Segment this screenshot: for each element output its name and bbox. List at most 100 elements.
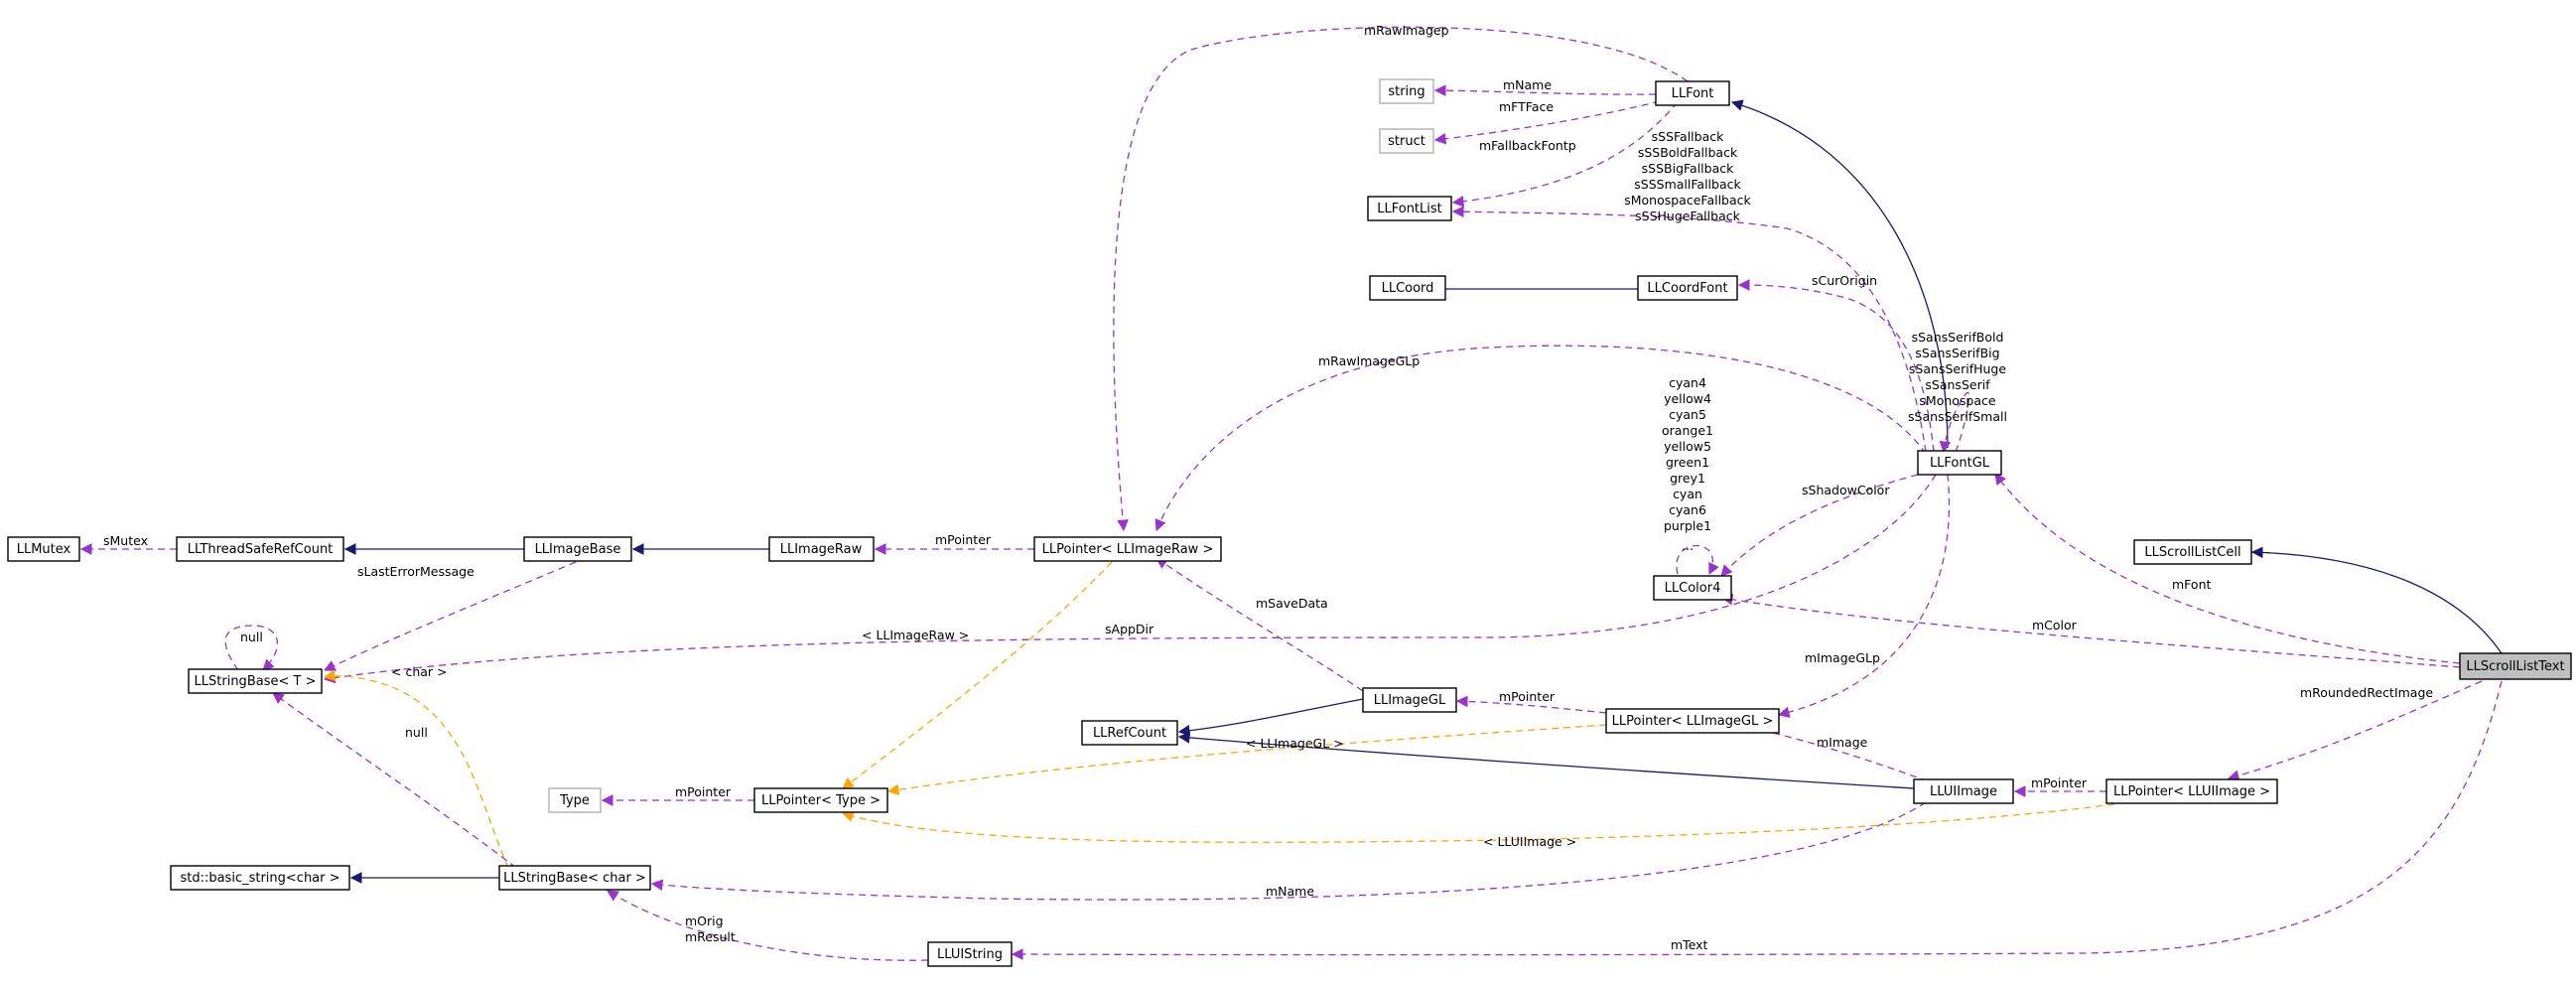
edge-text-cell <box>2250 546 2503 654</box>
edge-fontgl-fontlist <box>1451 206 1927 453</box>
edge-stringbasechar-stringbaset <box>323 669 509 869</box>
edge-imagegl-refcount <box>1177 698 1364 737</box>
svg-text:sMonospace: sMonospace <box>1919 393 1995 408</box>
svg-text:LLFontGL: LLFontGL <box>1930 456 1990 471</box>
node-llcolor4[interactable]: LLColor4 <box>1653 575 1732 601</box>
svg-text:LLImageRaw: LLImageRaw <box>780 542 863 557</box>
svg-text:LLThreadSafeRefCount: LLThreadSafeRefCount <box>188 542 334 557</box>
edge-text-mcolor <box>1720 593 2461 668</box>
node-llpointer-type[interactable]: LLPointer< Type > <box>753 787 888 813</box>
node-llcoordfont[interactable]: LLCoordFont <box>1637 275 1738 301</box>
edge-ptrgl-ptrtype <box>886 724 1607 796</box>
svg-text:sSansSerifSmall: sSansSerifSmall <box>1908 409 2007 424</box>
label-lluiimage-tmpl: < LLUIImage > <box>1483 834 1576 849</box>
label-mftface: mFTFace <box>1499 99 1554 114</box>
edge-labels: mRawImagep mName mFTFace mFallbackFontp … <box>103 23 2433 952</box>
edge-ptrraw-ptrtype <box>842 561 1113 789</box>
svg-text:LLStringBase< char >: LLStringBase< char > <box>503 871 646 886</box>
label-llimagegl-tmpl: < LLImageGL > <box>1246 736 1344 751</box>
edge-fontgl-mimageglp <box>1777 474 1951 719</box>
svg-text:string: string <box>1388 84 1424 99</box>
svg-text:sSSBoldFallback: sSSBoldFallback <box>1638 145 1738 160</box>
svg-text:cyan4: cyan4 <box>1669 375 1706 390</box>
svg-text:sSansSerifBold: sSansSerifBold <box>1912 330 2004 345</box>
node-std-basic-string[interactable]: std::basic_string<char > <box>170 865 350 891</box>
svg-text:LLStringBase< T >: LLStringBase< T > <box>195 674 317 689</box>
edge-stringbase-null <box>224 625 279 671</box>
node-llthreadsaferefcount[interactable]: LLThreadSafeRefCount <box>176 536 344 562</box>
label-mpointer-type: mPointer <box>675 784 732 799</box>
svg-text:LLImageGL: LLImageGL <box>1374 693 1446 708</box>
svg-text:Type: Type <box>559 793 590 808</box>
svg-text:LLUIImage: LLUIImage <box>1930 784 1997 799</box>
label-mname-font: mName <box>1503 77 1552 92</box>
edge-fontgl-llfont <box>1730 99 1949 449</box>
edge-fontgl-sappdir <box>323 474 1937 684</box>
edge-fontgl-self <box>1939 391 1970 454</box>
edge-uiimage-refcount <box>1177 732 1915 789</box>
node-llfontgl[interactable]: LLFontGL <box>1917 450 2002 476</box>
edges <box>79 26 2503 961</box>
svg-text:sSansSerif: sSansSerif <box>1925 377 1990 392</box>
svg-text:sMonospaceFallback: sMonospaceFallback <box>1624 193 1751 208</box>
edge-uistring-stringbase <box>607 890 929 961</box>
node-lluistring[interactable]: LLUIString <box>927 941 1013 967</box>
label-null-self: null <box>240 630 263 644</box>
label-char-tmpl: < char > <box>391 664 448 679</box>
edge-font-mftface <box>1433 100 1661 145</box>
node-llpointer-llimageraw[interactable]: LLPointer< LLImageRaw > <box>1033 536 1222 562</box>
node-llscrolllisttext[interactable]: LLScrollListText <box>2459 652 2572 680</box>
node-llmutex[interactable]: LLMutex <box>7 536 80 562</box>
label-mrawimageglp: mRawImageGLp <box>1318 353 1420 368</box>
svg-text:LLPointer< LLImageRaw >: LLPointer< LLImageRaw > <box>1042 542 1214 557</box>
svg-text:LLColor4: LLColor4 <box>1665 581 1721 596</box>
node-struct[interactable]: struct <box>1379 128 1434 154</box>
node-llpointer-llimagegl[interactable]: LLPointer< LLImageGL > <box>1605 708 1780 734</box>
label-mimageglp: mImageGLp <box>1805 650 1880 665</box>
node-string[interactable]: string <box>1379 78 1434 104</box>
svg-text:LLFontList: LLFontList <box>1377 202 1442 216</box>
svg-text:sSansSerifHuge: sSansSerifHuge <box>1909 361 2006 376</box>
node-llpointer-lluiimage[interactable]: LLPointer< LLUIImage > <box>2105 778 2278 804</box>
label-mcolor: mColor <box>2032 618 2078 633</box>
node-llfont[interactable]: LLFont <box>1655 80 1730 106</box>
svg-text:LLScrollListCell: LLScrollListCell <box>2144 545 2240 560</box>
label-sshadowcolor: sShadowColor <box>1802 483 1890 497</box>
node-llfontlist[interactable]: LLFontList <box>1367 196 1452 221</box>
edge-font-mfallbackfontp <box>1451 101 1679 208</box>
node-llimagebase[interactable]: LLImageBase <box>523 536 632 562</box>
node-llstringbase-char[interactable]: LLStringBase< char > <box>498 865 651 891</box>
edge-font-mname <box>1433 84 1657 96</box>
label-msavedata: mSaveData <box>1256 596 1328 611</box>
label-scurorigin: sCurOrigin <box>1812 273 1877 288</box>
edge-ptrgl-imagegl <box>1455 695 1607 714</box>
svg-text:std::basic_string<char >: std::basic_string<char > <box>180 871 339 886</box>
node-lluiimage[interactable]: LLUIImage <box>1913 778 2014 804</box>
nodes: LLFont string struct LLFontList LLCoord … <box>7 78 2572 967</box>
svg-text:sSSSmallFallback: sSSSmallFallback <box>1634 177 1741 192</box>
label-fontgl-statics: sSansSerifBold sSansSerifBig sSansSerifH… <box>1908 330 2007 424</box>
label-fallbacks: sSSFallback sSSBoldFallback sSSBigFallba… <box>1624 129 1751 223</box>
node-llstringbase-t[interactable]: LLStringBase< T > <box>188 668 323 694</box>
svg-text:sSSHugeFallback: sSSHugeFallback <box>1635 209 1740 223</box>
svg-text:LLPointer< Type >: LLPointer< Type > <box>761 793 881 808</box>
label-null-str: null <box>405 725 428 740</box>
svg-text:LLPointer< LLUIImage >: LLPointer< LLUIImage > <box>2113 784 2270 799</box>
edge-fontgl-rawimageglp <box>1154 345 1927 532</box>
label-mpointer-gl: mPointer <box>1499 689 1556 704</box>
edge-stringbase-null2 <box>272 692 517 869</box>
node-llscrolllistcell[interactable]: LLScrollListCell <box>2133 539 2252 565</box>
svg-text:cyan6: cyan6 <box>1669 502 1706 517</box>
node-llimagegl[interactable]: LLImageGL <box>1362 687 1457 713</box>
svg-text:yellow5: yellow5 <box>1664 439 1711 454</box>
node-type[interactable]: Type <box>548 787 602 813</box>
node-llcoord[interactable]: LLCoord <box>1369 275 1446 301</box>
svg-text:sSSBigFallback: sSSBigFallback <box>1642 161 1734 176</box>
svg-text:orange1: orange1 <box>1662 423 1713 438</box>
node-llrefcount[interactable]: LLRefCount <box>1081 720 1178 746</box>
edge-imagebase-stringbase <box>323 561 577 671</box>
node-llimageraw[interactable]: LLImageRaw <box>768 536 875 562</box>
svg-text:...: ... <box>1682 538 1694 553</box>
svg-text:grey1: grey1 <box>1670 471 1705 486</box>
svg-text:green1: green1 <box>1666 455 1709 470</box>
